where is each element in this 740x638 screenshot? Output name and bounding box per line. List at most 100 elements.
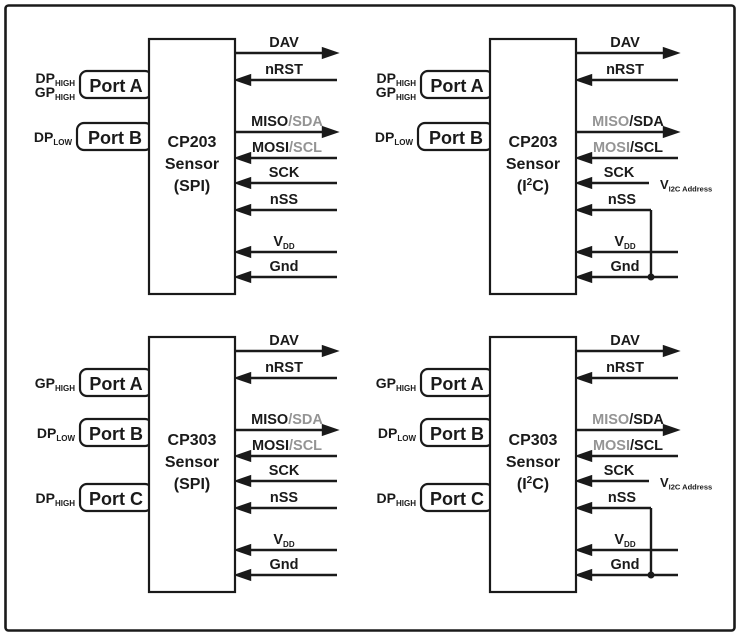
cp303-spi-sensor-box bbox=[147, 335, 237, 594]
cp203-i2c-label-mosi-scl: MOSI/SCL bbox=[593, 140, 663, 156]
cp303-i2c-label-sck: SCK bbox=[604, 463, 635, 479]
cp303-spi-label-vdd: VDD bbox=[273, 532, 294, 549]
cp203-spi-label-sck: SCK bbox=[269, 165, 300, 181]
cp303-i2c-port-a-label: Port A bbox=[430, 374, 483, 394]
cp303-spi-label-sck: SCK bbox=[269, 463, 300, 479]
cp203-i2c-title-model: CP203 bbox=[509, 134, 558, 151]
cp303-spi-wire-gnd bbox=[233, 568, 337, 582]
cp303-i2c-title-mode: (I2C) bbox=[517, 475, 549, 493]
cp203-spi-wire-sck bbox=[233, 176, 337, 190]
cp203-i2c-port-b-label: Port B bbox=[429, 128, 483, 148]
cp203-spi-label-nss: nSS bbox=[270, 192, 299, 208]
cp203-i2c-v-i2c-address-label: VI2C Address bbox=[660, 177, 712, 194]
cp203-i2c-pin-gp-high: GPHIGH bbox=[376, 84, 416, 102]
cp303-spi-title-mode: (SPI) bbox=[174, 476, 210, 493]
cp203-spi-pin-dp-high: DPHIGH bbox=[36, 70, 76, 88]
cp203-i2c-pin-dp-low: DPLOW bbox=[375, 129, 414, 147]
cp203-spi-title-type: Sensor bbox=[165, 156, 219, 173]
cp303-i2c-pin-gp-high: GPHIGH bbox=[376, 375, 416, 393]
cp203-spi-wire-gnd bbox=[233, 270, 337, 284]
cp303-spi-label-dav: DAV bbox=[269, 333, 299, 349]
cp303-i2c-label-mosi-scl: MOSI/SCL bbox=[593, 438, 663, 454]
cp303-i2c-label-gnd: Gnd bbox=[611, 557, 640, 573]
cp303-i2c-v-i2c-address-label: VI2C Address bbox=[660, 475, 712, 492]
cp203-spi-label-miso-sda: MISO/SDA bbox=[251, 114, 323, 130]
cp203-spi-label-vdd: VDD bbox=[273, 234, 294, 251]
cp303-spi-label-gnd: Gnd bbox=[270, 557, 299, 573]
cp203-i2c-gnd-junction-dot bbox=[647, 273, 655, 281]
cp203-i2c-title-mode: (I2C) bbox=[517, 177, 549, 195]
cp303-spi-wire-miso-sda bbox=[235, 423, 340, 437]
cp303-spi-wire-vdd bbox=[233, 543, 337, 557]
cp303-spi-label-nss: nSS bbox=[270, 490, 299, 506]
cp303-spi-wire-nss bbox=[233, 501, 337, 515]
cp303-spi-port-c-label: Port C bbox=[89, 489, 143, 509]
cp203-spi-pin-gp-high: GPHIGH bbox=[35, 84, 75, 102]
cp303-i2c-gnd-junction-dot bbox=[647, 571, 655, 579]
cp303-i2c-label-miso-sda: MISO/SDA bbox=[592, 412, 664, 428]
cp203-i2c-wire-miso-sda bbox=[576, 125, 681, 139]
block-cp303-spi: Port A Port B Port C GPHIGH DPLOW DPHIGH… bbox=[35, 333, 340, 594]
cp203-i2c-wire-vdd bbox=[574, 245, 678, 259]
cp303-spi-label-miso-sda: MISO/SDA bbox=[251, 412, 323, 428]
cp203-spi-title-model: CP203 bbox=[168, 134, 217, 151]
cp303-i2c-wire-nrst bbox=[574, 371, 678, 385]
cp303-i2c-wire-sck bbox=[574, 474, 649, 488]
cp203-spi-wire-nrst bbox=[233, 73, 337, 87]
cp203-i2c-wire-mosi-scl bbox=[574, 151, 678, 165]
cp203-i2c-label-vdd: VDD bbox=[614, 234, 635, 251]
cp303-i2c-label-vdd: VDD bbox=[614, 532, 635, 549]
block-cp203-spi: Port A Port B DPHIGH GPHIGH DPLOW CP203 … bbox=[34, 35, 340, 296]
cp203-i2c-wire-gnd bbox=[574, 270, 678, 284]
cp203-spi-wire-dav bbox=[235, 46, 340, 60]
cp303-i2c-port-c-label: Port C bbox=[430, 489, 484, 509]
cp303-i2c-wire-nss bbox=[574, 501, 651, 515]
cp203-spi-port-a-label: Port A bbox=[89, 76, 142, 96]
cp303-spi-title-type: Sensor bbox=[165, 454, 219, 471]
cp203-i2c-sensor-box bbox=[488, 37, 578, 296]
cp203-spi-label-nrst: nRST bbox=[265, 62, 303, 78]
cp203-i2c-label-nrst: nRST bbox=[606, 62, 644, 78]
cp303-i2c-label-dav: DAV bbox=[610, 333, 640, 349]
cp203-spi-title-mode: (SPI) bbox=[174, 178, 210, 195]
cp303-i2c-title-type: Sensor bbox=[506, 454, 560, 471]
cp303-spi-pin-dp-low: DPLOW bbox=[37, 425, 76, 443]
cp303-spi-port-a-label: Port A bbox=[89, 374, 142, 394]
cp203-i2c-wire-nrst bbox=[574, 73, 678, 87]
cp303-spi-wire-dav bbox=[235, 344, 340, 358]
cp203-spi-wire-vdd bbox=[233, 245, 337, 259]
cp203-i2c-wire-sck bbox=[574, 176, 649, 190]
cp303-spi-pin-gp-high: GPHIGH bbox=[35, 375, 75, 393]
outer-border bbox=[4, 4, 736, 632]
cp203-i2c-label-nss: nSS bbox=[608, 192, 637, 208]
cp203-i2c-label-gnd: Gnd bbox=[611, 259, 640, 275]
cp303-i2c-sensor-box bbox=[488, 335, 578, 594]
cp203-i2c-title-type: Sensor bbox=[506, 156, 560, 173]
cp303-i2c-pin-dp-high: DPHIGH bbox=[377, 490, 417, 508]
cp303-i2c-wire-vdd bbox=[574, 543, 678, 557]
cp303-spi-pin-dp-high: DPHIGH bbox=[36, 490, 76, 508]
cp303-spi-label-nrst: nRST bbox=[265, 360, 303, 376]
cp203-spi-wire-nss bbox=[233, 203, 337, 217]
cp203-spi-label-gnd: Gnd bbox=[270, 259, 299, 275]
cp203-spi-wire-miso-sda bbox=[235, 125, 340, 139]
cp303-spi-wire-mosi-scl bbox=[233, 449, 337, 463]
cp203-i2c-label-dav: DAV bbox=[610, 35, 640, 51]
cp203-spi-sensor-box bbox=[147, 37, 237, 296]
cp303-i2c-wire-gnd bbox=[574, 568, 678, 582]
cp303-spi-wire-nrst bbox=[233, 371, 337, 385]
cp303-i2c-port-b-label: Port B bbox=[430, 424, 484, 444]
cp303-i2c-wire-dav bbox=[576, 344, 681, 358]
cp203-i2c-port-a-label: Port A bbox=[430, 76, 483, 96]
cp303-spi-label-mosi-scl: MOSI/SCL bbox=[252, 438, 322, 454]
cp303-spi-wire-sck bbox=[233, 474, 337, 488]
block-cp203-i2c: Port A Port B DPHIGH GPHIGH DPLOW CP203 … bbox=[375, 35, 712, 296]
block-cp303-i2c: Port A Port B Port C GPHIGH DPLOW DPHIGH… bbox=[376, 333, 712, 594]
cp203-i2c-label-sck: SCK bbox=[604, 165, 635, 181]
cp203-i2c-pin-dp-high: DPHIGH bbox=[377, 70, 417, 88]
cp303-i2c-wire-mosi-scl bbox=[574, 449, 678, 463]
cp203-spi-pin-dp-low: DPLOW bbox=[34, 129, 73, 147]
cp303-i2c-pin-dp-low: DPLOW bbox=[378, 425, 417, 443]
